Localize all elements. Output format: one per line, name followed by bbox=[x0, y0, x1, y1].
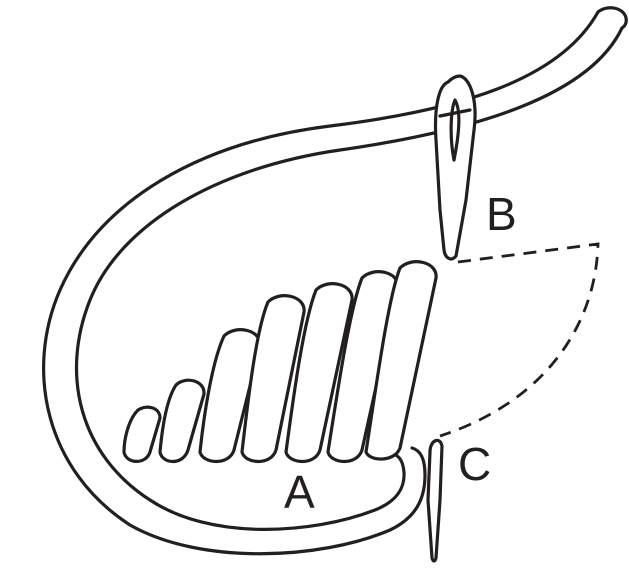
label-c: C bbox=[458, 438, 491, 490]
thread-end-cap bbox=[596, 6, 628, 30]
needle-b-body bbox=[433, 74, 477, 261]
label-a: A bbox=[284, 466, 315, 518]
thread-inner-edge bbox=[74, 26, 624, 531]
satin-stitches bbox=[122, 260, 438, 464]
stitch-4 bbox=[240, 294, 306, 464]
thread-outer-edge bbox=[42, 10, 600, 556]
stitch-1 bbox=[122, 405, 162, 463]
stitch-6 bbox=[326, 270, 400, 464]
stitch-5 bbox=[284, 282, 354, 464]
needle-c-icon bbox=[426, 438, 444, 563]
stitch-7 bbox=[364, 260, 438, 461]
needle-c-body bbox=[426, 438, 444, 563]
label-b: B bbox=[486, 188, 517, 240]
stitch-2 bbox=[158, 378, 206, 464]
stitch-3 bbox=[198, 328, 262, 464]
needle-b-icon bbox=[433, 74, 477, 261]
thread-through-eye bbox=[438, 108, 472, 118]
thread bbox=[42, 6, 628, 556]
dashed-thread-path bbox=[439, 242, 600, 438]
